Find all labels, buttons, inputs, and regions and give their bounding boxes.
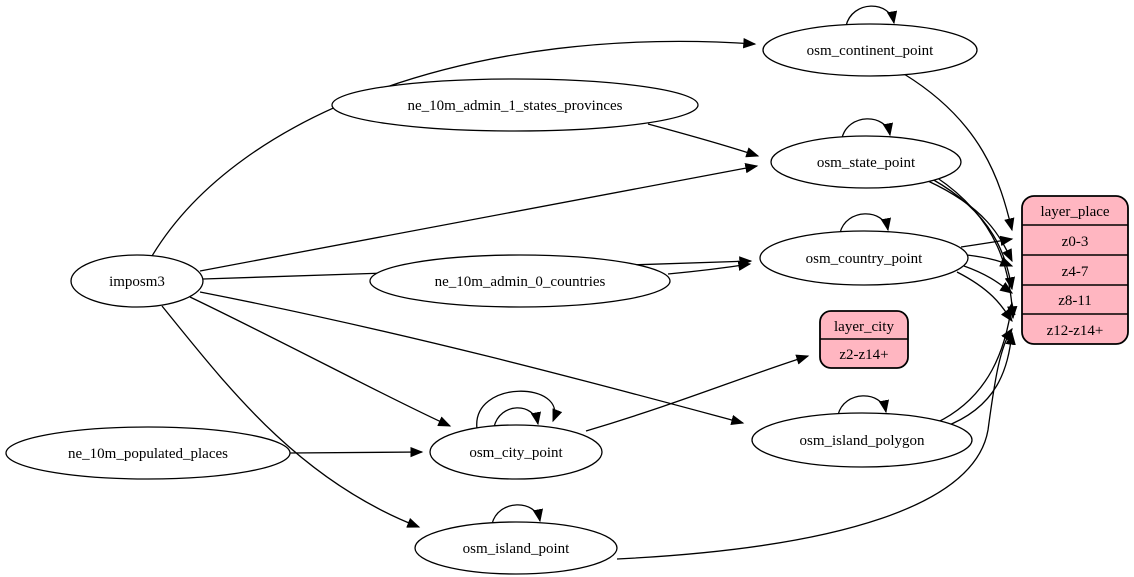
node-osm-continent-shape (762, 23, 978, 77)
edge-self-loop-island-point (491, 504, 544, 525)
record-layer-city-title: layer_city (834, 319, 894, 335)
edge-city-layercity (585, 354, 810, 432)
edge-state-z12-z14 (935, 176, 1018, 320)
node-ne-10m-populated-places: ne_10m_populated_places (5, 426, 291, 480)
node-osm-state-label: osm_state_point (817, 155, 916, 171)
node-osm-state-point: osm_state_point (770, 135, 962, 189)
node-osm-state-shape (770, 135, 962, 189)
edge-country-z12-z14 (956, 271, 1013, 323)
edge-continent-z0-3 (903, 73, 1015, 232)
edge-ne10m-admin1-state (647, 123, 760, 158)
edge-country-z0-3 (960, 235, 1014, 248)
edge-imposm3-state (199, 162, 759, 272)
edge-imposm3-island-polygon (199, 291, 745, 425)
node-ne-10m-populated-shape (5, 426, 291, 480)
edge-state-z4-7 (927, 180, 1013, 263)
edge-islandpolygon-z8-11 (935, 301, 1016, 424)
record-layer-place: layer_place z0-3 z4-7 z8-11 z12-z14+ (1021, 195, 1129, 345)
node-ne-10m-admin-1-states-provinces: ne_10m_admin_1_states_provinces (331, 78, 699, 132)
record-layer-place-title: layer_place (1040, 204, 1109, 220)
edge-group (151, 5, 1018, 560)
edge-imposm3-city (189, 296, 452, 427)
node-ne-10m-populated-label: ne_10m_populated_places (68, 446, 228, 462)
node-ne-10m-admin-1-shape (331, 78, 699, 132)
edge-self-loop-city-outer (476, 390, 563, 430)
edge-self-loop-state (841, 118, 894, 139)
node-osm-country-shape (759, 230, 969, 286)
node-osm-city-shape (429, 424, 603, 480)
record-layer-city: layer_city z2-z14+ (819, 310, 909, 369)
edge-ne10m-admin0-country (667, 260, 752, 275)
node-imposm3-label: imposm3 (109, 274, 165, 290)
edge-self-loop-continent (845, 5, 898, 27)
record-layer-place-row-z4-7: z4-7 (1062, 264, 1089, 280)
node-ne-10m-admin-0-countries: ne_10m_admin_0_countries (369, 254, 671, 308)
node-ne-10m-admin-0-label: ne_10m_admin_0_countries (435, 274, 606, 290)
record-layer-place-row-z8-11: z8-11 (1058, 293, 1092, 309)
node-osm-island-point: osm_island_point (414, 521, 618, 575)
node-osm-city-point: osm_city_point (429, 424, 603, 480)
edge-self-loop-country (839, 213, 892, 234)
edge-ne10m-populated-city (289, 446, 424, 458)
node-osm-island-polygon: osm_island_polygon (751, 412, 973, 468)
edge-imposm3-island-point (161, 305, 421, 528)
edge-self-loop-city-inner (493, 407, 542, 428)
node-osm-continent-point: osm_continent_point (762, 23, 978, 77)
node-osm-country-label: osm_country_point (806, 251, 923, 267)
node-osm-island-polygon-label: osm_island_polygon (799, 433, 925, 449)
record-layer-place-shape (1021, 195, 1129, 345)
edge-state-z8-11 (931, 178, 1016, 291)
edge-islandpoint-z12-z14 (616, 327, 1013, 560)
edge-country-z4-7 (966, 254, 1014, 267)
node-osm-island-point-label: osm_island_point (463, 541, 571, 557)
node-osm-city-label: osm_city_point (469, 445, 563, 461)
node-osm-island-point-shape (414, 521, 618, 575)
node-osm-continent-label: osm_continent_point (807, 43, 934, 59)
node-osm-country-point: osm_country_point (759, 230, 969, 286)
node-ne-10m-admin-1-label: ne_10m_admin_1_states_provinces (408, 98, 623, 114)
node-ne-10m-admin-0-shape (369, 254, 671, 308)
edge-islandpolygon-z12-z14 (943, 331, 1016, 428)
record-layer-place-row-z12-z14: z12-z14+ (1047, 323, 1104, 339)
node-imposm3: imposm3 (70, 254, 204, 308)
node-imposm3-shape (70, 254, 204, 308)
node-osm-island-polygon-shape (751, 412, 973, 468)
edge-self-loop-island-polygon (837, 395, 890, 416)
record-layer-place-row-z0-3: z0-3 (1062, 234, 1089, 250)
record-layer-city-row-z2: z2-z14+ (839, 347, 888, 363)
